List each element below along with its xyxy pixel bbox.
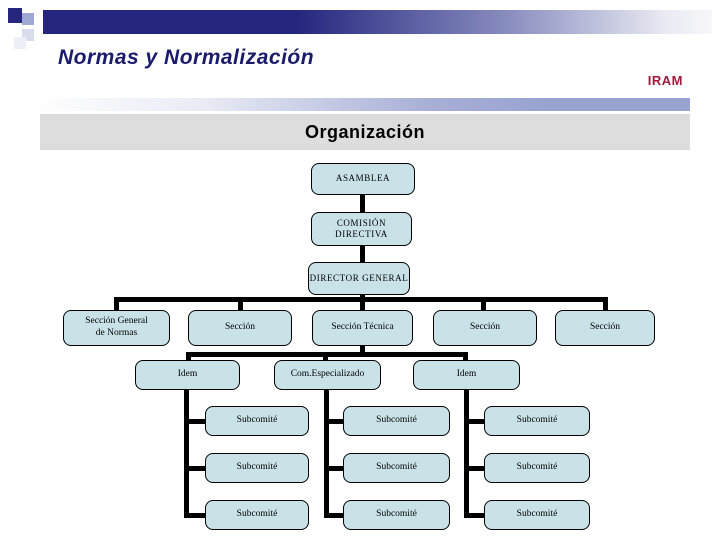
section-header-bar: Organización: [40, 114, 690, 150]
connector-stub-col3-row3: [464, 513, 484, 518]
connector-stub-com-especializado: [323, 357, 328, 361]
org-box-seccion-4: Sección: [433, 310, 537, 346]
org-box-subcomite-col3-row3: Subcomité: [484, 500, 590, 530]
section-header-text: Organización: [304, 121, 426, 142]
iram-logo-text: IRAM: [647, 73, 683, 88]
org-box-idem-1: Idem: [135, 360, 240, 390]
connector-stub-col1-row2: [184, 466, 205, 471]
connector-stub-col2-row1: [324, 419, 343, 424]
org-box-subcomite-col2-row1: Subcomité: [343, 406, 450, 436]
org-box-seccion-2: Sección: [188, 310, 292, 346]
connector-trunk-column-1: [184, 390, 189, 518]
connector-assembly-board: [360, 195, 365, 213]
connector-stub-idem-1: [186, 357, 191, 361]
org-box-seccion-tecnica: Sección Técnica: [312, 310, 413, 346]
connector-stub-section-3: [360, 302, 365, 311]
pixel-square-periwinkle: [22, 13, 34, 25]
org-box-director-general: DIRECTOR GENERAL: [308, 262, 410, 295]
pixel-square-navy: [8, 8, 22, 23]
org-box-com-especializado: Com.Especializado: [274, 360, 381, 390]
connector-stub-section-5: [603, 302, 608, 311]
connector-tecnica-trunk: [360, 346, 365, 352]
connector-stub-col3-row1: [464, 419, 484, 424]
connector-stub-col2-row2: [324, 466, 343, 471]
connector-stub-idem-2: [463, 357, 468, 361]
org-box-asamblea: ASAMBLEA: [311, 163, 415, 195]
org-box-seccion-5: Sección: [555, 310, 655, 346]
org-box-subcomite-col2-row2: Subcomité: [343, 453, 450, 483]
connector-trunk-column-3: [464, 390, 469, 518]
org-box-seccion-general-de-normas: Sección General de Normas: [63, 310, 170, 346]
connector-trunk-column-2: [324, 390, 329, 518]
connector-stub-col1-row3: [184, 513, 205, 518]
org-box-subcomite-col1-row1: Subcomité: [205, 406, 309, 436]
org-box-comision-directiva: COMISIÓN DIRECTIVA: [311, 212, 412, 246]
org-box-subcomite-col3-row1: Subcomité: [484, 406, 590, 436]
divider-gradient-bar: [40, 98, 690, 111]
header-gradient-bar: [43, 10, 712, 34]
org-box-subcomite-col1-row2: Subcomité: [205, 453, 309, 483]
connector-stub-section-2: [238, 302, 243, 311]
org-box-subcomite-col1-row3: Subcomité: [205, 500, 309, 530]
pixel-square-pale: [14, 37, 26, 49]
org-box-subcomite-col2-row3: Subcomité: [343, 500, 450, 530]
connector-stub-col1-row1: [184, 419, 205, 424]
connector-sections-rail: [114, 297, 608, 302]
connector-stub-col2-row3: [324, 513, 343, 518]
org-box-subcomite-col3-row2: Subcomité: [484, 453, 590, 483]
connector-stub-col3-row2: [464, 466, 484, 471]
org-box-idem-2: Idem: [413, 360, 520, 390]
slide-title: Normas y Normalización: [58, 46, 315, 69]
connector-subsections-rail: [186, 352, 468, 357]
connector-board-director: [360, 246, 365, 263]
connector-stub-section-4: [481, 302, 486, 311]
connector-stub-section-1: [114, 302, 119, 311]
